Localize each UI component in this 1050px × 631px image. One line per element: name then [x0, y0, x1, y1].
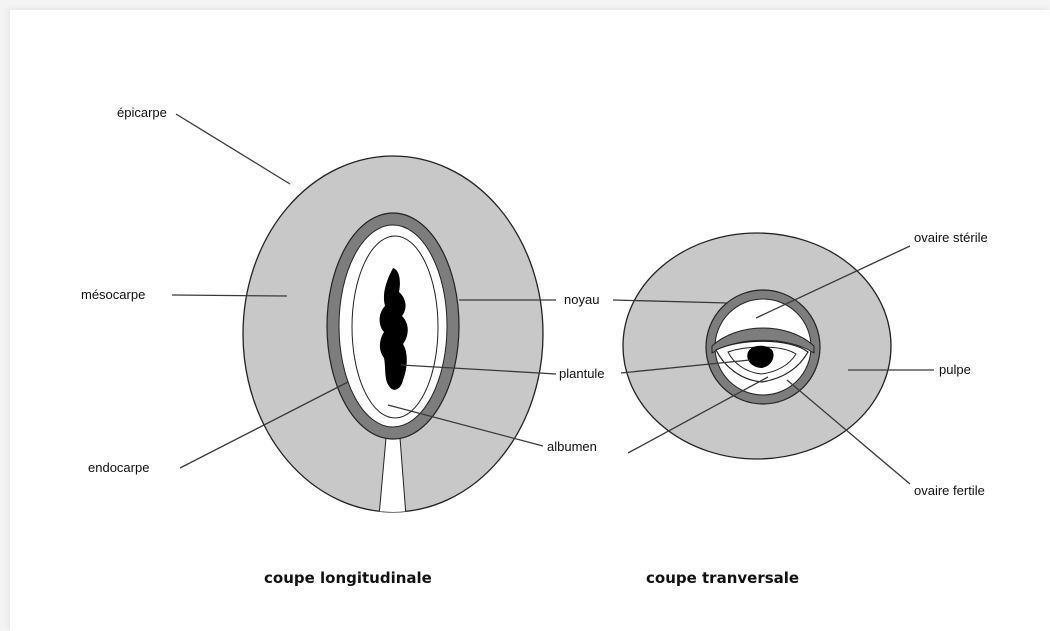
label-ovaire-fertile: ovaire fertile	[914, 483, 985, 498]
label-mesocarpe: mésocarpe	[81, 287, 145, 302]
label-noyau: noyau	[564, 292, 599, 307]
label-epicarpe: épicarpe	[117, 105, 167, 120]
label-pulpe: pulpe	[939, 362, 971, 377]
longitudinal-section	[243, 156, 543, 516]
label-plantule: plantule	[559, 366, 605, 381]
label-albumen: albumen	[547, 439, 597, 454]
caption-transversal: coupe tranversale	[646, 569, 799, 587]
transverse-section	[623, 233, 891, 459]
label-endocarpe: endocarpe	[88, 460, 149, 475]
label-ovaire-sterile: ovaire stérile	[914, 230, 988, 245]
caption-longitudinal: coupe longitudinale	[264, 569, 432, 587]
